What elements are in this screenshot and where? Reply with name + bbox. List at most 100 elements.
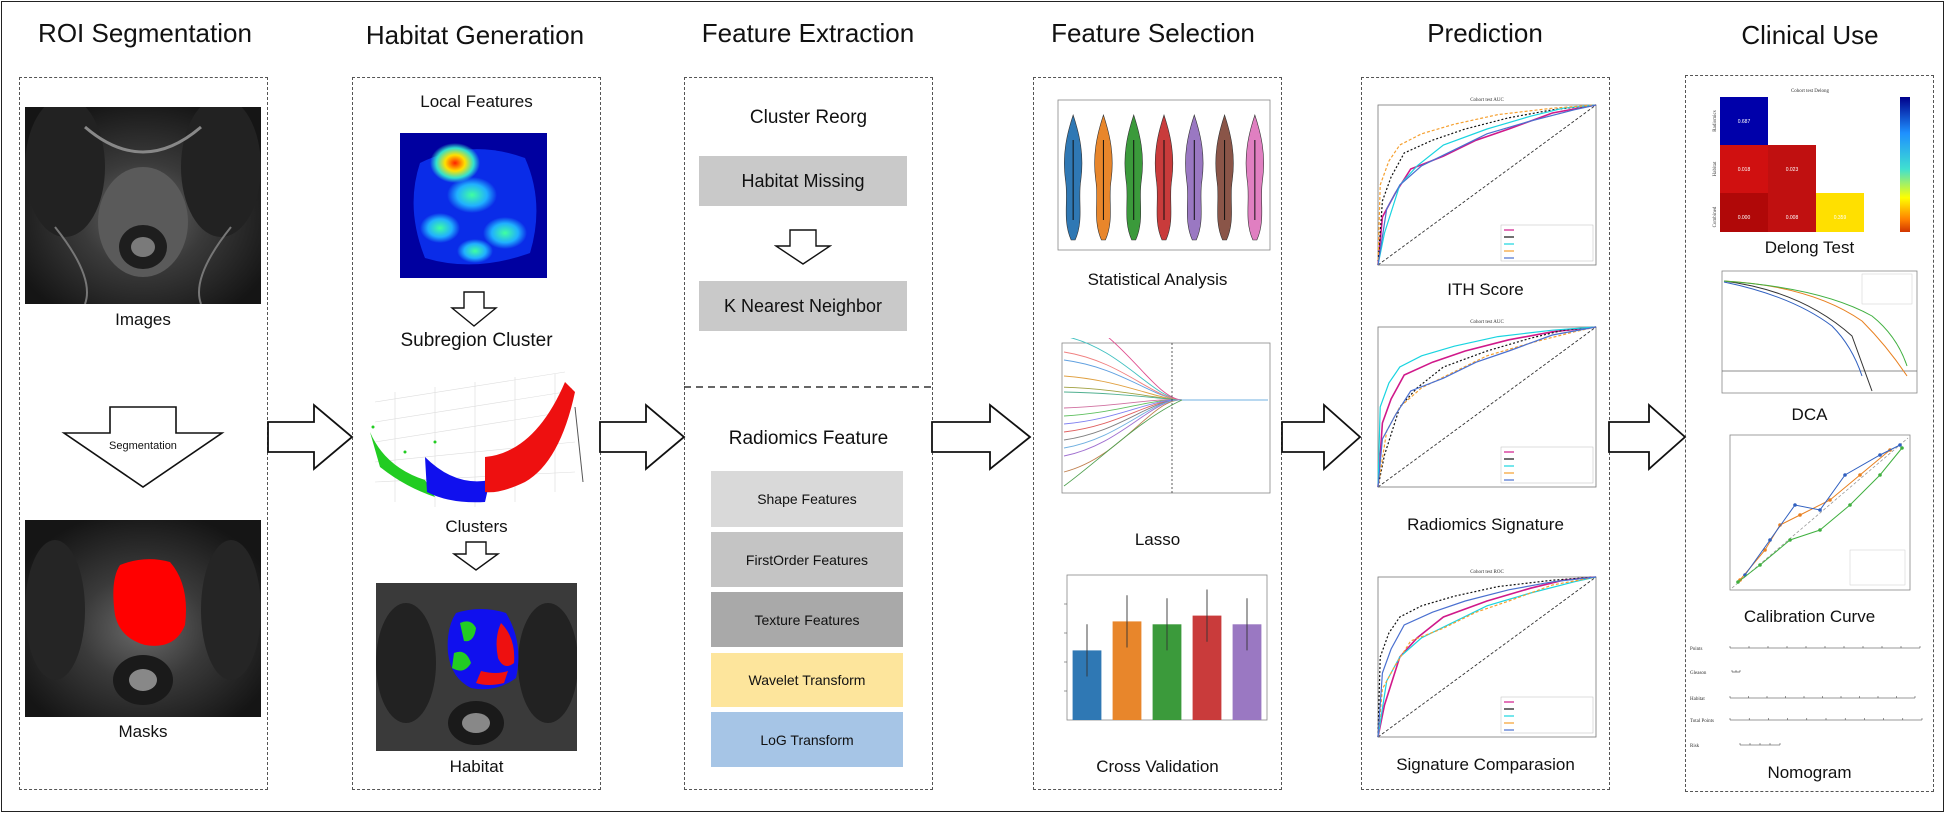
calib-ideal [1731,437,1909,589]
heatmap-value-4: 0.008 [1786,215,1799,221]
nomogram-row-label-3: Total Points [1690,719,1714,724]
heatmap-value-0: 0.687 [1738,119,1751,125]
calib-point-2-4 [1848,503,1852,507]
ith-score-label: ITH Score [1447,280,1524,299]
roc-curve-1 [1377,576,1597,738]
title-feature-extraction: Feature Extraction [701,18,915,48]
dca-treat-all [1723,280,1873,392]
roc-curve-0 [1377,576,1597,738]
arrow-right-2 [599,403,686,471]
signature-comparison-label: Signature Comparasion [1396,755,1575,774]
calib-point-2-6 [1900,446,1904,450]
calib-point-1-1 [1768,538,1772,542]
heatmap-cell-2 [1768,145,1816,193]
dca-plot [1721,270,1918,394]
title-habitat-generation: Habitat Generation [365,20,585,50]
lasso-path-extra [1063,399,1183,487]
lasso-path-14 [1063,399,1268,449]
heatmap-cell-1 [1720,145,1768,193]
cv-bar-chart [1064,574,1268,721]
radiomics-signature-label: Radiomics Signature [1407,515,1564,534]
segmentation-arrow-down [61,406,225,488]
shape-features-box: Shape Features [711,471,903,527]
calib-point-1-5 [1878,453,1882,457]
lasso-axes [1061,342,1271,494]
arrow-right-1 [267,403,354,471]
local-features-map [400,133,547,278]
habitat-map [376,583,577,751]
roc-curve-4 [1377,576,1597,738]
roc-curve-4 [1377,104,1597,266]
calib-point-1-3 [1818,508,1822,512]
roc-title: Cohort test AUC [1470,98,1504,103]
images-label: Images [115,310,171,329]
nomogram-row-label-4: Risk [1690,744,1700,749]
radiomics-feature-label: Radiomics Feature [728,428,889,449]
heatmap-value-2: 0.023 [1786,167,1799,173]
delong-heatmap: Cohort test Delong 0.687 0.018 0.023 0.000 0.… [1713,89,1910,232]
roc-curve-4 [1377,326,1597,488]
arrow-right-4 [1281,402,1362,472]
title-clinical-use: Clinical Use [1741,20,1879,50]
heatmap-value-1: 0.018 [1738,167,1751,173]
clusters-label: Clusters [445,517,508,536]
roc-radiomics-signature: Cohort test AUC [1377,320,1597,488]
title-prediction: Prediction [1427,18,1543,48]
heatmap-title: Cohort test Delong [1791,89,1830,94]
calib-legend [1849,549,1906,586]
arrow-down-habitat-1 [450,291,498,327]
extraction-divider [684,386,933,388]
dca-curve-combined [1723,280,1908,367]
calib-point-1-2 [1793,503,1797,507]
heatmap-row-label-2: Combined [1713,206,1718,227]
roc-curve-1 [1377,104,1597,266]
roc-curve-2 [1377,326,1597,488]
heatmap-row-label-1: Habitat [1713,161,1718,176]
calib-point-2-2 [1788,538,1792,542]
arrow-down-extraction [774,229,832,265]
nomogram-label: Nomogram [1767,763,1852,782]
roc-title: Cohort test ROC [1470,570,1504,575]
statistical-analysis-label: Statistical Analysis [1087,270,1228,289]
dca-curve-habitat [1723,281,1863,377]
segmentation-label: Segmentation [109,440,177,452]
firstorder-features-box: FirstOrder Features [711,532,903,587]
roc-curve-0 [1377,326,1597,488]
calib-point-0-5 [1858,473,1862,477]
calibration-plot [1729,434,1911,591]
calib-point-1-4 [1843,473,1847,477]
cluster-scatter [370,371,584,507]
cross-validation-label: Cross Validation [1096,757,1219,776]
heatmap-cell-3 [1720,193,1768,232]
calib-point-2-5 [1878,473,1882,477]
calib-point-0-3 [1798,513,1802,517]
heatmap-value-3: 0.000 [1738,215,1751,221]
dca-label: DCA [1791,405,1828,424]
arrow-right-3 [931,403,1032,471]
arrow-right-5 [1608,402,1687,472]
delong-test-label: Delong Test [1764,238,1855,257]
heatmap-value-5: 0.359 [1834,215,1847,221]
heatmap-cell-0 [1720,97,1768,145]
violin-plot [1057,99,1271,251]
panel-clinical [1685,75,1934,792]
calib-point-0-4 [1828,498,1832,502]
nomogram-row-label-0: Points [1690,647,1703,652]
calib-point-2-3 [1818,528,1822,532]
knn-box: K Nearest Neighbor [699,281,907,331]
wavelet-transform-box: Wavelet Transform [711,653,903,707]
mri-image [25,107,261,304]
calib-point-2-1 [1758,563,1762,567]
heatmap-row-label-0: Radiomics [1713,110,1718,131]
heatmap-colorbar [1900,97,1910,232]
dca-legend [1861,273,1913,305]
roc-legend [1500,446,1594,484]
lasso-plot [1061,338,1271,494]
arrow-down-habitat-2 [452,541,500,571]
heatmap-cell-5 [1816,193,1864,232]
roc-signature-comparison: Cohort test ROC [1377,570,1597,738]
roc-curve-1 [1377,326,1597,488]
title-feature-selection: Feature Selection [1051,18,1255,48]
